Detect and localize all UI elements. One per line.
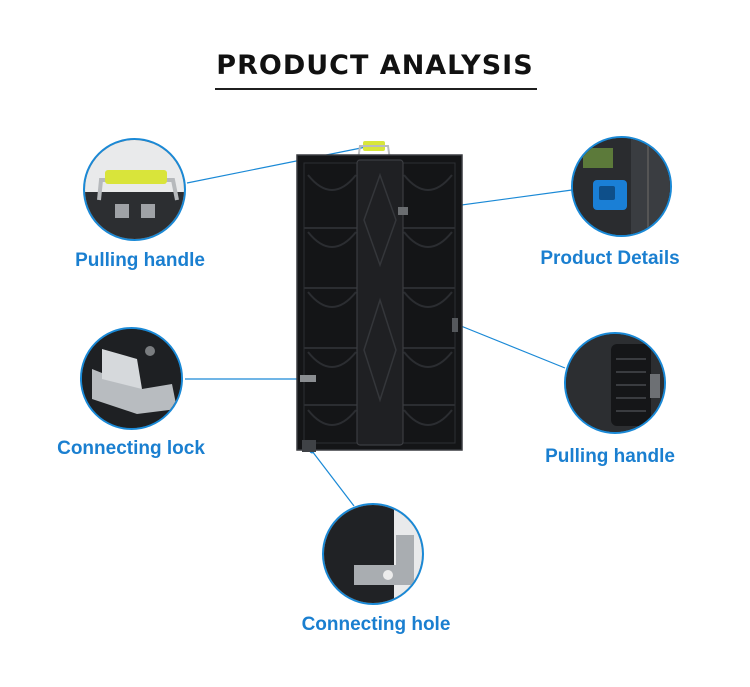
pulling-handle-side-detail-icon: [566, 334, 664, 432]
lock-latch-left: [300, 375, 316, 382]
leader-line-pulling-handle-right: [455, 323, 566, 369]
connecting-lock-circle: [80, 327, 183, 430]
connecting-hole-circle: [322, 503, 424, 605]
page-title: PRODUCT ANALYSIS: [216, 50, 534, 81]
pulling-handle-detail-icon: [85, 140, 184, 239]
connecting-lock-detail-icon: [82, 329, 181, 428]
pulling-handle-right-circle: [564, 332, 666, 434]
label-product-details: Product Details: [540, 248, 680, 269]
label-pulling-handle-top: Pulling handle: [75, 250, 205, 271]
pulling-handle-top-circle: [83, 138, 186, 241]
side-latch-right: [452, 318, 458, 332]
leader-line-pulling-handle-top: [186, 146, 367, 184]
connecting-hole-detail-icon: [324, 505, 422, 603]
label-connecting-lock: Connecting lock: [57, 438, 205, 459]
title-underline: [215, 88, 537, 90]
spine-pattern-bottom: [363, 297, 397, 403]
product-details-detail-icon: [573, 138, 670, 235]
label-connecting-hole: Connecting hole: [301, 614, 451, 635]
top-handle-frame: [357, 145, 391, 161]
leader-line-connecting-hole: [311, 450, 355, 507]
product-details-circle: [571, 136, 672, 237]
bottom-hole-block: [302, 440, 316, 452]
detail-connector: [398, 207, 408, 215]
spine-pattern-top: [363, 172, 397, 268]
label-pulling-handle-right: Pulling handle: [545, 446, 675, 467]
